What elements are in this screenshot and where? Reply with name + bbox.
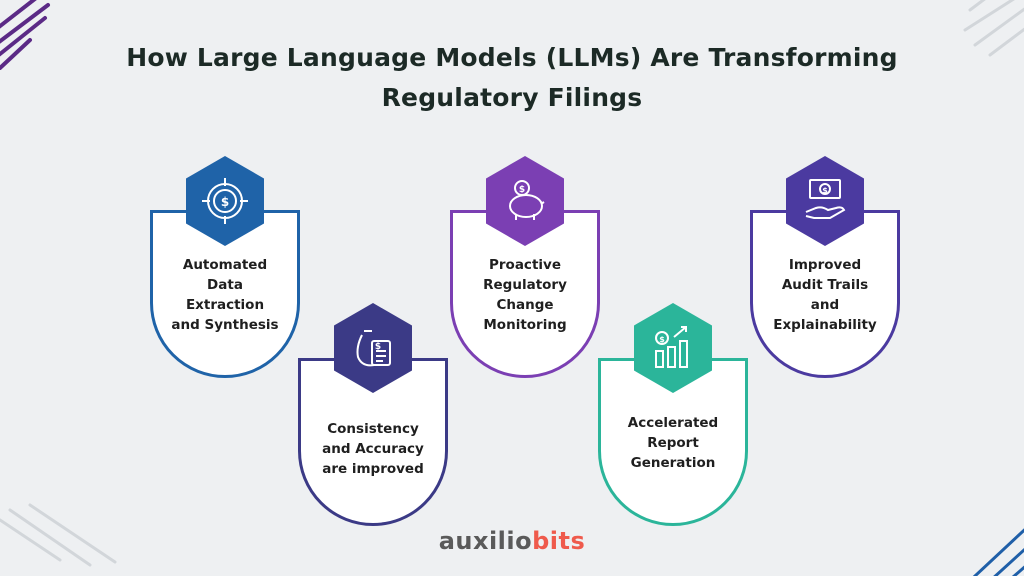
logo-part-1: auxilio (438, 527, 533, 555)
piggy-bank-icon: $ (486, 156, 564, 246)
card-4-line-3: Generation (630, 455, 716, 471)
corner-decoration-bottom-left (0, 503, 117, 567)
card-5-line-4: Explainability (773, 317, 877, 333)
svg-text:$: $ (659, 335, 665, 344)
svg-text:$: $ (822, 186, 828, 195)
card-accelerated-report-generation: Accelerated Report Generation (598, 358, 748, 526)
card-5-line-3: and (810, 297, 840, 313)
card-1-line-1: Automated (182, 257, 268, 273)
card-5-line-2: Audit Trails (781, 277, 869, 293)
card-2-line-2: and Accuracy (322, 441, 424, 457)
corner-decoration-top-left (0, 0, 50, 70)
growth-chart-icon: $ (634, 303, 712, 393)
card-4-line-2: Report (647, 435, 699, 451)
card-3-line-4: Monitoring (483, 317, 567, 333)
corner-decoration-bottom-right (972, 528, 1024, 576)
svg-text:$: $ (375, 342, 381, 352)
card-1-line-2: Data (207, 277, 243, 293)
svg-text:$: $ (519, 185, 525, 195)
brand-logo: auxiliobits (0, 527, 1024, 555)
card-2-line-3: are improved (322, 461, 424, 477)
card-3-line-3: Change (496, 297, 554, 313)
card-1-line-4: and Synthesis (171, 317, 279, 333)
target-dollar-icon: $ (186, 156, 264, 246)
card-1-line-3: Extraction (185, 297, 265, 313)
title-line-2: Regulatory Filings (381, 83, 643, 112)
card-3-line-1: Proactive (489, 257, 561, 273)
card-3-line-2: Regulatory (483, 277, 567, 293)
page-title: How Large Language Models (LLMs) Are Tra… (0, 38, 1024, 118)
title-line-1: How Large Language Models (LLMs) Are Tra… (126, 43, 898, 72)
card-2-line-1: Consistency (327, 421, 419, 437)
corner-decoration-top-right (963, 0, 1024, 57)
logo-part-2: bits (532, 527, 586, 555)
card-4-line-1: Accelerated (627, 415, 719, 431)
money-bag-document-icon: $ (334, 303, 412, 393)
svg-text:$: $ (221, 195, 229, 209)
hand-cash-icon: $ (786, 156, 864, 246)
card-5-line-1: Improved (788, 257, 862, 273)
